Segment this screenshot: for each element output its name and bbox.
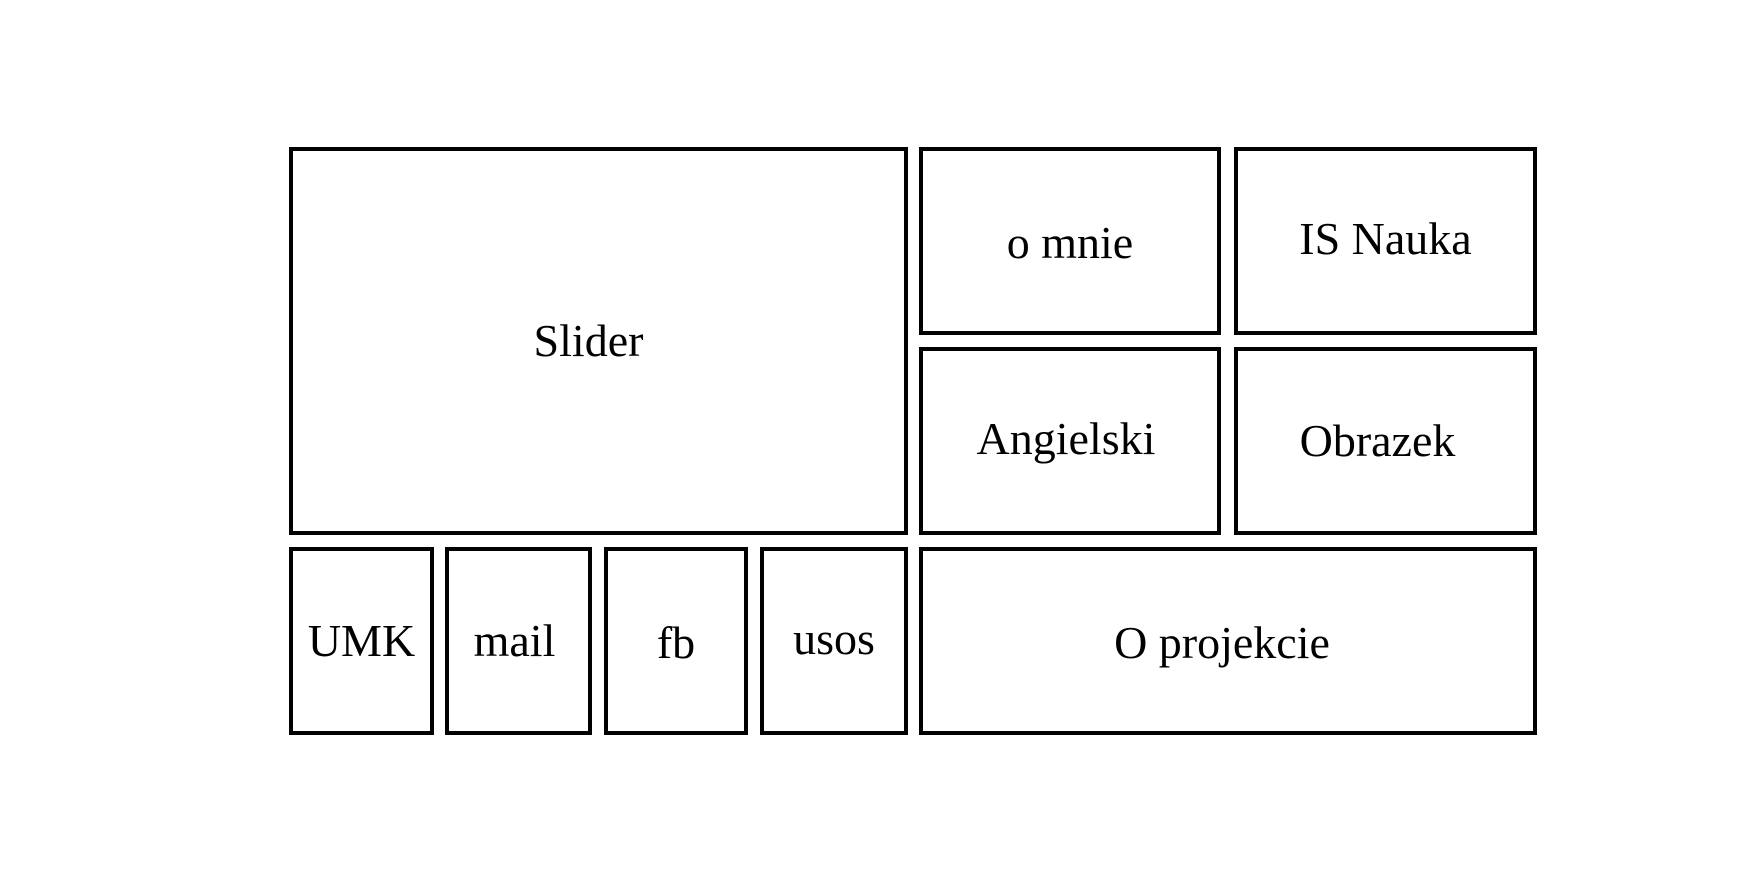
angielski-label: Angielski xyxy=(976,413,1156,464)
obrazek-tile[interactable]: Obrazek xyxy=(1234,347,1537,535)
o-mnie-tile[interactable]: o mnie xyxy=(919,147,1221,335)
slider-label: Slider xyxy=(533,315,644,366)
o-mnie-label: o mnie xyxy=(1006,217,1134,268)
umk-label: UMK xyxy=(307,615,416,666)
mail-tile[interactable]: mail xyxy=(445,547,592,735)
angielski-tile[interactable]: Angielski xyxy=(919,347,1221,535)
fb-tile[interactable]: fb xyxy=(604,547,748,735)
umk-tile[interactable]: UMK xyxy=(289,547,434,735)
slider-tile[interactable]: Slider xyxy=(289,147,908,535)
usos-label: usos xyxy=(793,613,875,664)
obrazek-label: Obrazek xyxy=(1299,415,1456,466)
is-nauka-tile[interactable]: IS Nauka xyxy=(1234,147,1537,335)
o-projekcie-label: O projekcie xyxy=(1114,617,1330,668)
is-nauka-label: IS Nauka xyxy=(1299,213,1472,264)
usos-tile[interactable]: usos xyxy=(760,547,908,735)
mail-label: mail xyxy=(473,615,556,666)
fb-label: fb xyxy=(656,617,696,668)
o-projekcie-tile[interactable]: O projekcie xyxy=(919,547,1537,735)
